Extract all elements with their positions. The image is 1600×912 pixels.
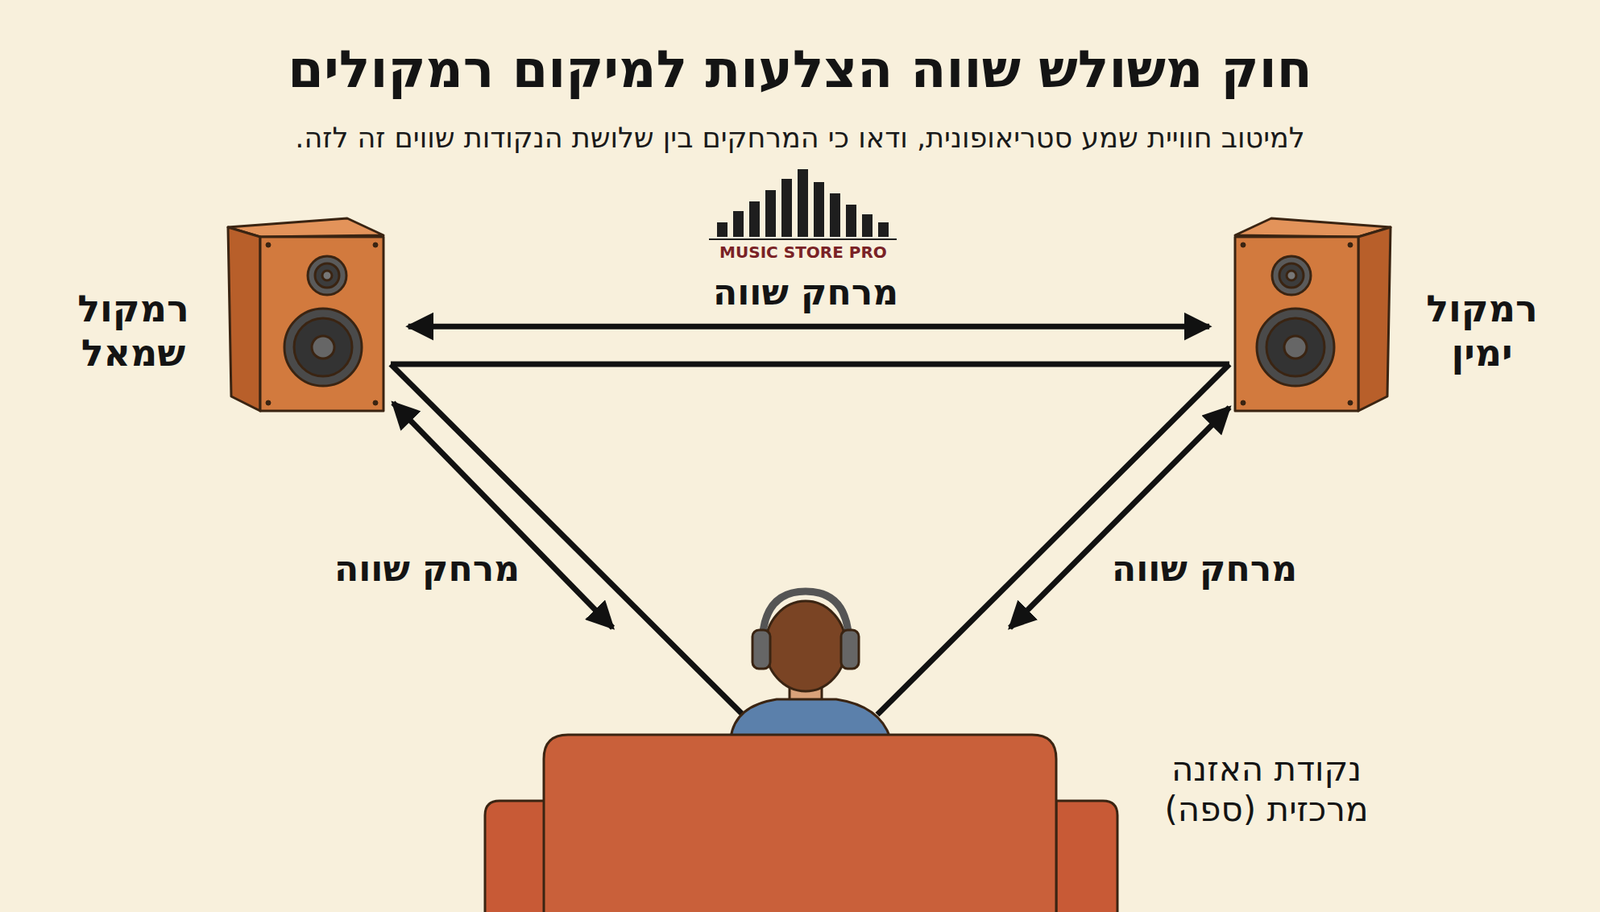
node-illustration	[226, 215, 386, 414]
listener-drawing	[484, 591, 1118, 912]
edge-label: מרחק שווה	[708, 271, 904, 315]
logo-bars	[708, 169, 897, 241]
right-speaker: רמקול ימין	[1232, 215, 1393, 414]
triangle-side	[390, 364, 743, 715]
listening-sofa: נקודת האזנה מרכזית (ספה)	[484, 596, 1118, 912]
edge-label: מרחק שווה	[329, 547, 525, 591]
triangle-side	[390, 361, 1230, 368]
left-speaker: רמקול שמאל	[226, 215, 386, 414]
speaker-drawing	[227, 218, 384, 411]
logo-text: MUSIC STORE PRO	[682, 242, 925, 262]
subtitle: למיטוב חוויית שמע סטריאופונית, ודאו כי ה…	[34, 120, 1566, 155]
node-illustration	[484, 596, 1118, 912]
distance-arrow	[408, 323, 1210, 330]
triangle-side	[877, 364, 1230, 715]
distance-arrow	[1010, 407, 1230, 629]
triangle-lines	[390, 364, 1230, 715]
node-illustration	[1232, 215, 1393, 414]
title: חוק משולש שווה הצלעות למיקום רמקולים	[34, 38, 1566, 101]
speaker-drawing	[1235, 218, 1391, 411]
node-label: רמקול ימין	[1411, 286, 1553, 376]
distance-arrow	[393, 402, 614, 628]
node-label: נקודת האזנה מרכזית (ספה)	[1137, 749, 1396, 831]
edge-label: מרחק שווה	[1106, 547, 1302, 591]
node-label: רמקול שמאל	[62, 286, 204, 376]
